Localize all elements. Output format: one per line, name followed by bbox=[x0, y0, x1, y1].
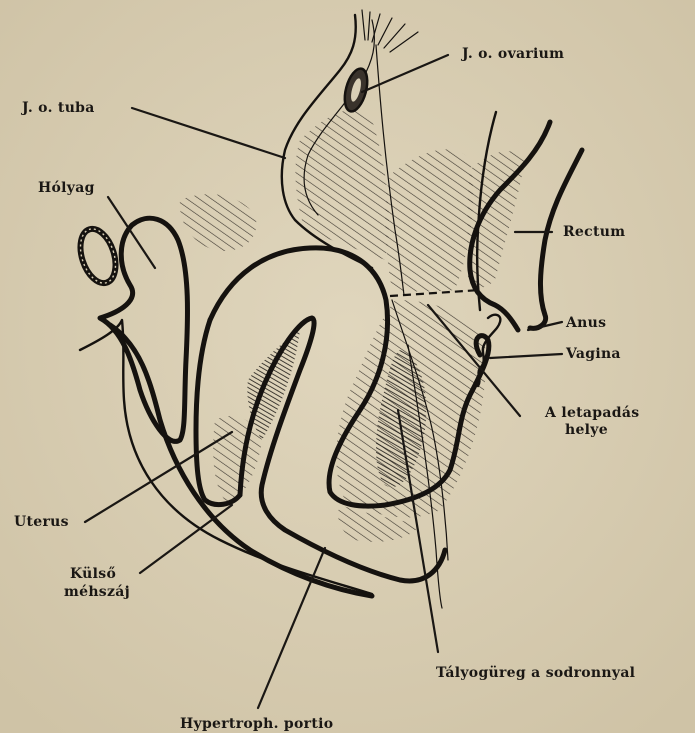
label-vagina: Vagina bbox=[565, 346, 621, 362]
label-rectum: Rectum bbox=[563, 224, 625, 240]
label-kulso-2: méhszáj bbox=[64, 584, 130, 600]
label-uterus: Uterus bbox=[14, 514, 69, 530]
label-letapadas-1: A letapadás bbox=[544, 405, 639, 421]
label-tuba: J. o. tuba bbox=[20, 100, 95, 116]
label-anus: Anus bbox=[565, 315, 606, 331]
label-kulso-1: Külső bbox=[70, 566, 116, 582]
label-talyog: Tályogüreg a sodronnyal bbox=[436, 665, 635, 681]
label-ovarium: J. o. ovarium bbox=[460, 46, 564, 62]
label-letapadas-2: helye bbox=[565, 422, 608, 438]
label-holyag: Hólyag bbox=[38, 180, 95, 196]
label-portio: Hypertroph. portio bbox=[180, 716, 333, 732]
